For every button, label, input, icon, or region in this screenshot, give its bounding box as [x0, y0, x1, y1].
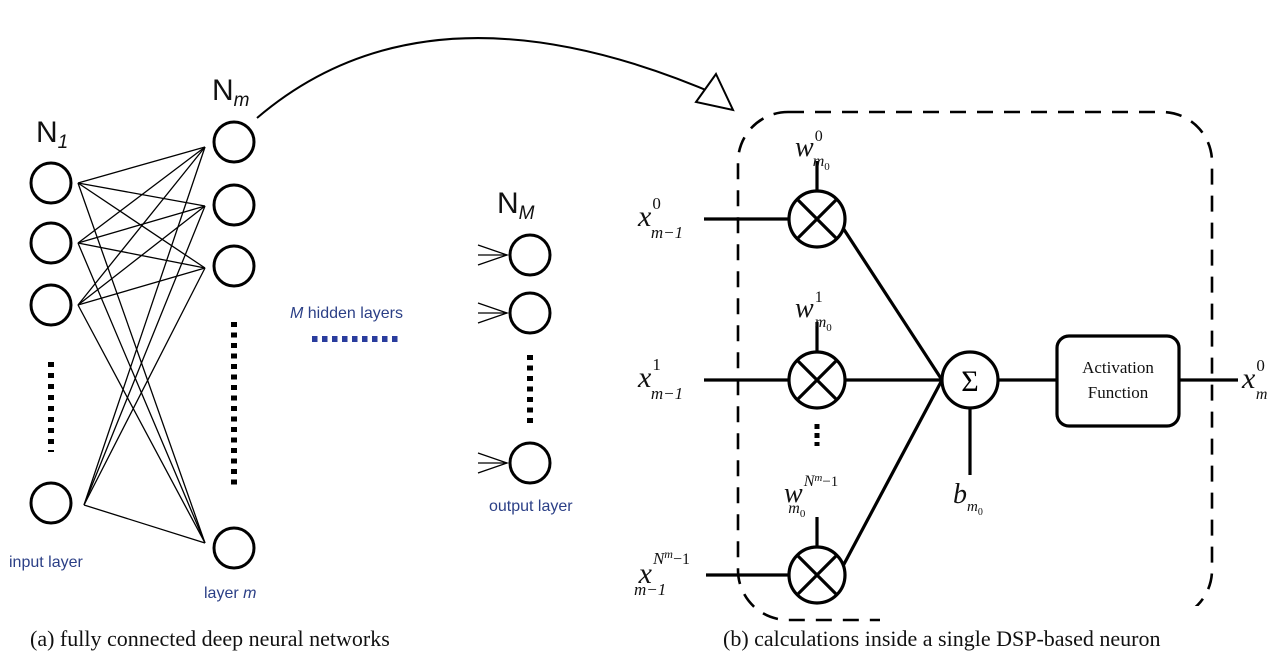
- activation-label-line1: Activation: [1082, 358, 1154, 377]
- hidden-layers-label: M hidden layers: [290, 305, 403, 322]
- hidden-node: [212, 526, 256, 570]
- multiply-icon: [787, 189, 847, 249]
- multiply-icon: [787, 545, 847, 605]
- caption-b: (b) calculations inside a single DSP-bas…: [723, 626, 1160, 651]
- input-node: [29, 283, 73, 327]
- connection-edge: [77, 205, 206, 306]
- input-node: [29, 481, 73, 525]
- caption-a: (a) fully connected deep neural networks: [30, 626, 390, 651]
- connection-edge: [77, 146, 206, 306]
- input-layer-label: input layer: [9, 554, 83, 571]
- output-node: [508, 441, 552, 485]
- connections: [77, 146, 206, 544]
- activation-label-line2: Function: [1088, 383, 1149, 402]
- output-layer: [477, 233, 552, 485]
- output-node: [508, 233, 552, 277]
- zoom-arrow: [256, 37, 735, 119]
- connection-edge: [83, 205, 206, 506]
- hidden-node: [212, 244, 256, 288]
- hidden-layer-title: Nm: [212, 74, 250, 111]
- sigma-icon: Σ: [961, 365, 978, 398]
- connection-edge: [83, 146, 206, 506]
- input-node: [29, 221, 73, 265]
- activation-function-block: [1055, 334, 1181, 428]
- hidden-layer-label: layer m: [204, 585, 256, 602]
- panel-a-fully-connected-network: N1 Nm NM M hidden layers: [9, 74, 573, 651]
- hidden-node: [212, 183, 256, 227]
- connection-edge: [83, 504, 206, 544]
- input-node: [29, 161, 73, 205]
- bias-label: bm0: [953, 479, 983, 518]
- connection-edge: [77, 304, 206, 544]
- connection-edge: [77, 205, 206, 244]
- multiplier-1: [704, 322, 847, 410]
- hidden-layer-m: [212, 120, 256, 570]
- output-layer-title: NM: [497, 187, 535, 224]
- curved-arrow-path: [256, 37, 721, 119]
- boundary-gap: [880, 606, 1214, 626]
- connection-edge: [77, 146, 206, 184]
- multiplier-0: [704, 161, 847, 249]
- hidden-node: [212, 120, 256, 164]
- output-layer-label: output layer: [489, 498, 573, 515]
- connection-edge: [77, 146, 206, 244]
- output-node: [508, 291, 552, 335]
- multiplier-n: [706, 517, 847, 605]
- connection-edge: [83, 267, 206, 506]
- input-layer: [29, 161, 73, 525]
- neuron-boundary: [736, 110, 1214, 622]
- input-layer-title: N1: [36, 116, 68, 153]
- arrowhead-icon: [694, 72, 735, 112]
- incoming-arrows: [477, 244, 509, 474]
- connection-edge: [77, 267, 206, 306]
